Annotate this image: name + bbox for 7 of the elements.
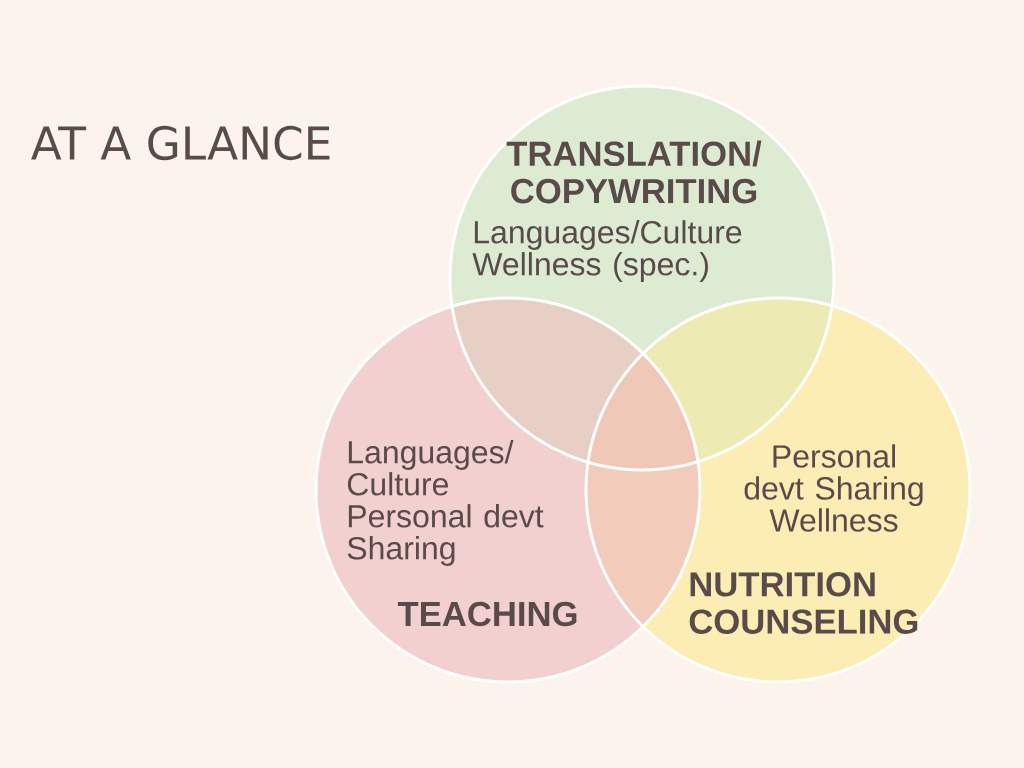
circle-text: Languages/Culture Wellness (spec.) <box>472 220 742 282</box>
circle-heading: TRANSLATION/ COPYWRITING <box>506 140 762 204</box>
circle-text: Personal devt Sharing Wellness <box>744 444 923 532</box>
circle-text: Languages/ Culture Personal devt Sharing <box>347 440 544 566</box>
title: AT A GLANCE <box>31 125 330 161</box>
circle-heading: NUTRITION COUNSELING <box>689 572 918 634</box>
circle-heading: TEACHING <box>397 601 577 627</box>
